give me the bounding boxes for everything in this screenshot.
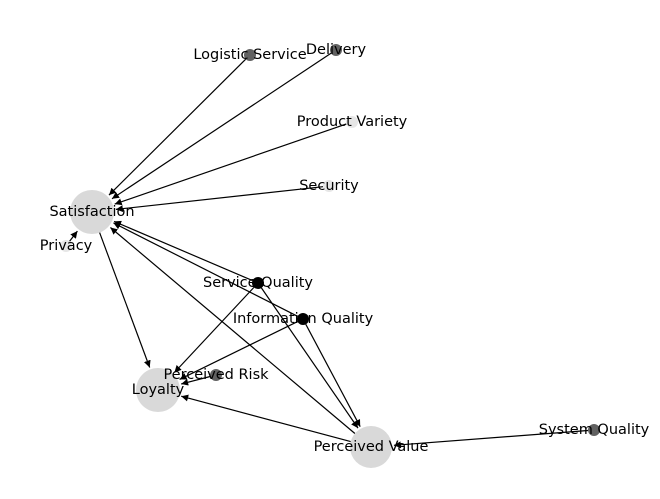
node-perceived-value xyxy=(350,426,392,468)
edge-logistic-service-to-satisfaction xyxy=(108,58,247,196)
node-label-product-variety: Product Variety xyxy=(297,114,408,130)
nodes-layer xyxy=(60,44,600,468)
node-privacy xyxy=(60,240,72,252)
node-label-service-quality: Service Quality xyxy=(203,275,313,291)
node-label-delivery: Delivery xyxy=(306,42,367,58)
edge-information-quality-to-perceived-value xyxy=(305,324,361,427)
edge-satisfaction-to-loyalty xyxy=(99,232,151,368)
node-information-quality xyxy=(297,313,309,325)
node-label-security: Security xyxy=(299,178,359,194)
node-label-privacy: Privacy xyxy=(40,238,93,254)
edge-perceived-value-to-loyalty xyxy=(181,394,351,443)
edge-service-quality-to-loyalty xyxy=(173,286,255,373)
node-label-information-quality: Information Quality xyxy=(233,311,374,327)
node-label-system-quality: System Quality xyxy=(539,422,650,438)
node-logistic-service xyxy=(244,49,256,61)
edge-service-quality-to-perceived-value xyxy=(260,287,359,429)
node-loyalty xyxy=(136,368,180,412)
edge-service-quality-to-satisfaction xyxy=(113,220,253,282)
node-label-perceived-risk: Perceived Risk xyxy=(163,367,269,383)
edge-system-quality-to-perceived-value xyxy=(393,429,589,449)
node-label-satisfaction: Satisfaction xyxy=(49,204,134,220)
node-perceived-risk xyxy=(210,369,222,381)
edge-information-quality-to-loyalty xyxy=(179,321,298,380)
edge-privacy-to-satisfaction xyxy=(69,230,78,242)
node-system-quality xyxy=(588,424,600,436)
node-satisfaction xyxy=(70,190,114,234)
edge-security-to-satisfaction xyxy=(115,186,324,213)
edge-perceived-value-to-satisfaction xyxy=(110,227,356,434)
edge-information-quality-to-satisfaction xyxy=(113,222,298,317)
node-label-loyalty: Loyalty xyxy=(132,382,185,398)
node-delivery xyxy=(330,44,342,56)
edge-perceived-risk-to-loyalty xyxy=(181,375,211,386)
edge-product-variety-to-satisfaction xyxy=(114,123,347,206)
node-label-logistic-service: Logistic Service xyxy=(193,47,306,63)
node-product-variety xyxy=(346,116,358,128)
node-label-perceived-value: Perceived Value xyxy=(314,439,429,455)
node-security xyxy=(323,180,335,192)
edges-layer xyxy=(69,52,589,449)
node-service-quality xyxy=(252,277,264,289)
edge-delivery-to-satisfaction xyxy=(111,52,332,200)
